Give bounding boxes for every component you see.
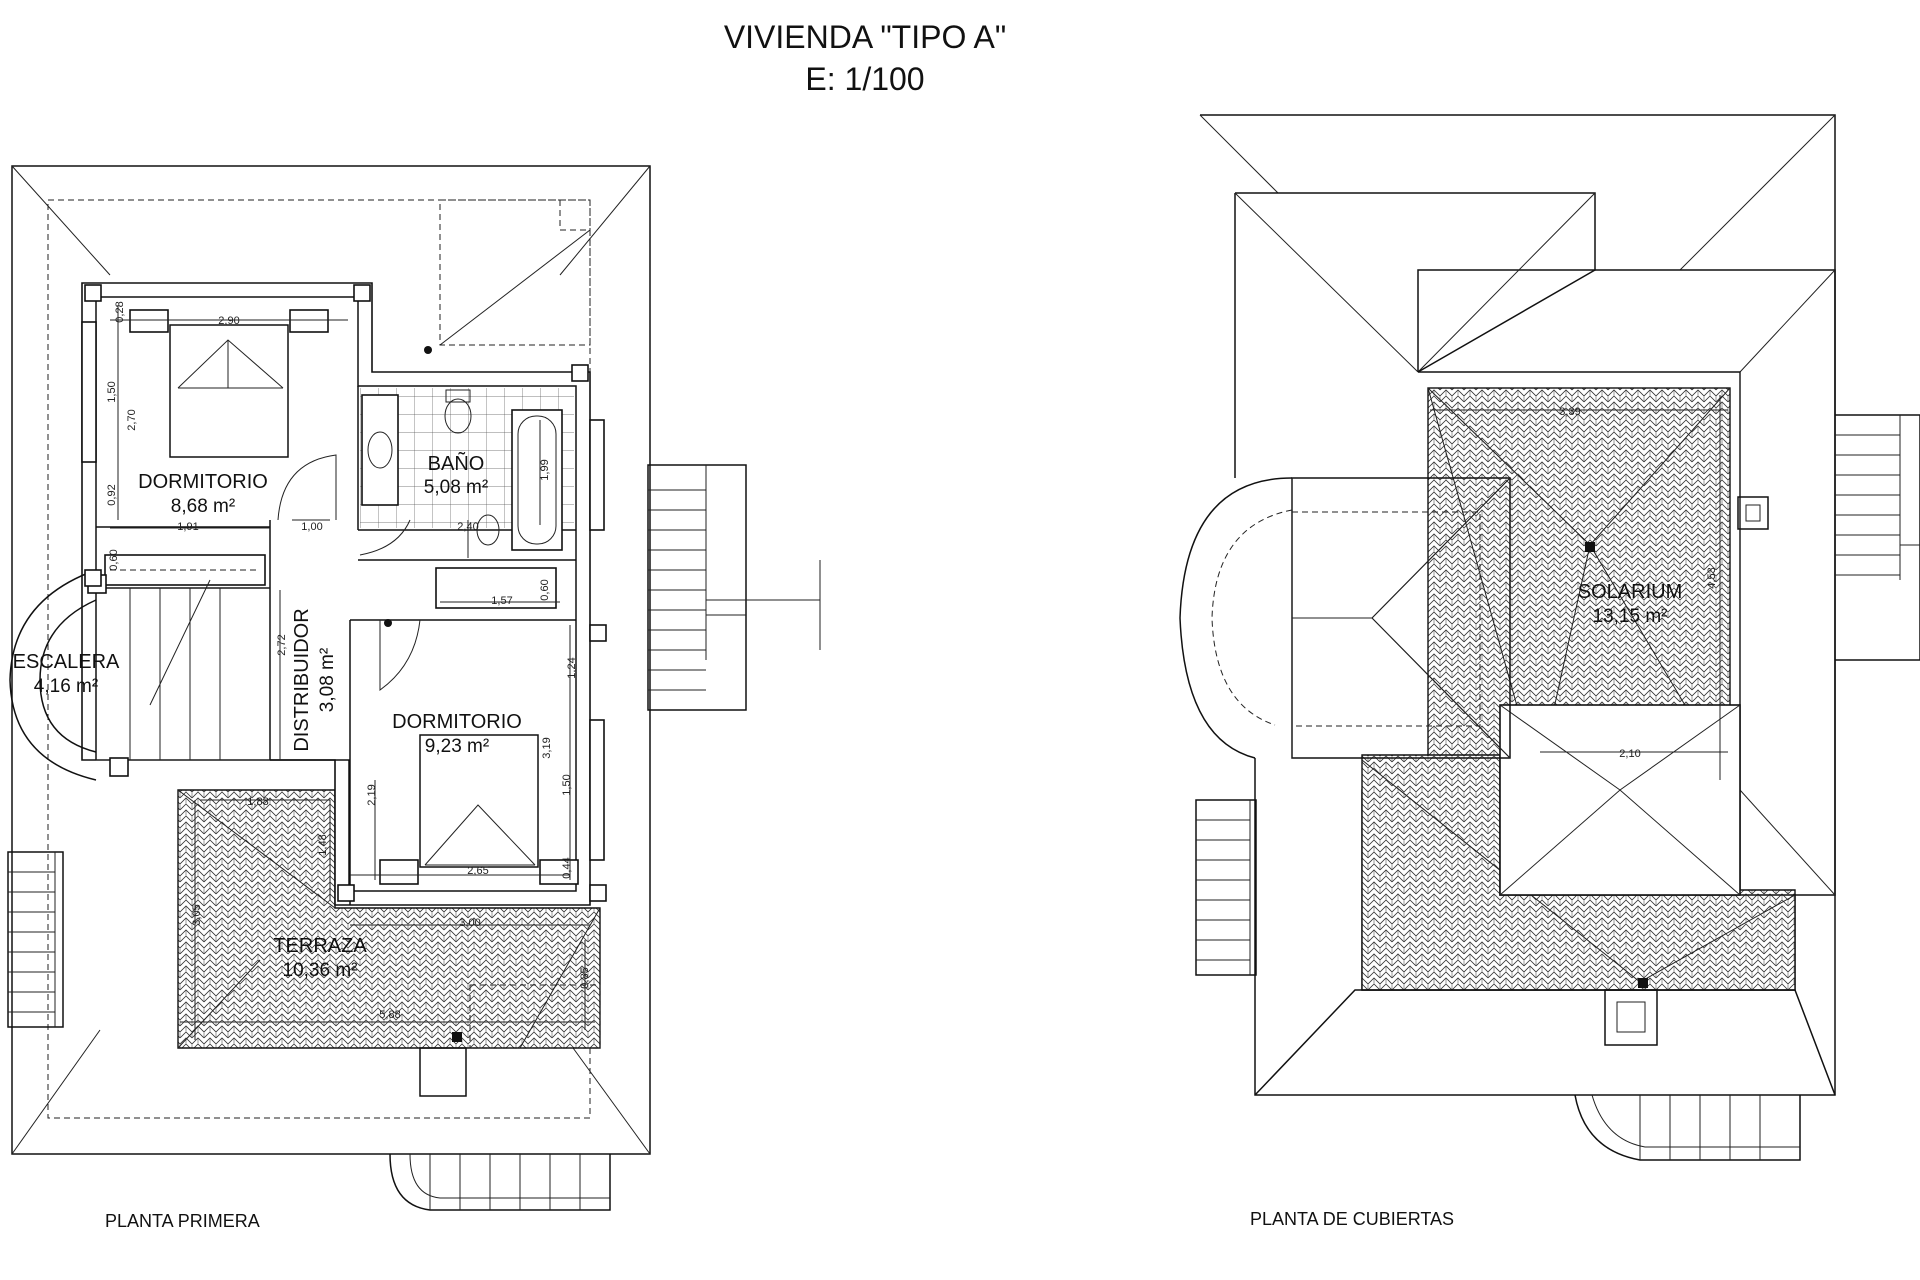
dim-3-05: 3,05 [191,904,203,925]
roof-stair-left [1195,799,1257,976]
caption-planta-primera: PLANTA PRIMERA [105,1211,260,1231]
dim-0-28: 0,28 [114,301,126,322]
room-terraza-name: TERRAZA [273,935,367,957]
dim-0-44: 0,44 [561,857,573,878]
roof-dimension-lines [1430,395,1728,780]
dim-2-10: 2,10 [1619,748,1640,760]
dim-1-99: 1,99 [539,459,551,480]
room-dormitorio-1-area: 8,68 m² [171,496,235,517]
dim-2-70: 2,70 [126,409,138,430]
room-bano-name: BAÑO [428,451,485,475]
roof-stair-bottom [1574,1094,1801,1161]
bed-dormitorio-2 [419,734,539,868]
door-swings [277,454,421,691]
exterior-stair-bottom [389,1153,611,1211]
dim-2-90: 2,90 [218,315,239,327]
chimney-upper [1737,496,1769,530]
room-bano-area: 5,08 m² [424,477,488,498]
dim-1-50-a: 1,50 [106,381,118,402]
dim-0-60-b: 0,60 [539,579,551,600]
dim-2-40: 2,40 [457,521,478,533]
dim-4-53: 4,53 [1706,567,1718,588]
dim-1-24: 1,24 [566,657,578,678]
dim-0-92: 0,92 [106,484,118,505]
room-escalera-name: ESCALERA [13,651,120,673]
room-dormitorio-2-area: 9,23 m² [425,736,489,757]
room-distribuidor-name: DISTRIBUIDOR [291,608,313,751]
exterior-stair-right [647,464,821,711]
bed-dormitorio-1 [169,324,289,458]
room-dormitorio-1-name: DORMITORIO [138,471,268,493]
room-distribuidor-area: 3,08 m² [317,648,338,712]
dim-1-57: 1,57 [491,595,512,607]
chimney-lower [1604,989,1658,1046]
dimension-lines [110,305,595,1040]
room-solarium-area: 13,15 m² [1593,606,1668,627]
dim-1-50-b: 1,50 [561,774,573,795]
room-escalera-area: 4,16 m² [34,676,98,697]
room-dormitorio-2-name: DORMITORIO [392,711,522,733]
dim-0-85: 0,85 [579,967,591,988]
scale-label: E: 1/100 [805,61,924,97]
dim-3-00: 3,00 [459,917,480,929]
room-terraza-area: 10,36 m² [283,960,358,981]
dim-1-91: 1,91 [177,521,198,533]
dim-3-39: 3,39 [1559,406,1580,418]
dim-1-88: 1,88 [247,796,268,808]
dashed-corner-box [439,199,591,346]
plan-planta-de-cubiertas: SOLARIUM 13,15 m² 3,39 4,53 2,10 PLANTA … [1179,114,1920,1229]
roof-stair-right [1835,414,1920,661]
dim-1-48: 1,48 [317,834,329,855]
dim-3-19: 3,19 [541,737,553,758]
dim-2-65: 2,65 [467,865,488,877]
terrace-chimney-box [419,1047,467,1097]
dim-2-19: 2,19 [366,784,378,805]
plan-planta-primera: DORMITORIO 8,68 m² BAÑO 5,08 m² ESCALERA… [7,165,821,1231]
dim-0-60-a: 0,60 [108,549,120,570]
sheet-title: VIVIENDA "TIPO A" [724,19,1006,55]
exterior-stair-left [7,851,64,1028]
dim-1-00: 1,00 [301,521,322,533]
caption-planta-de-cubiertas: PLANTA DE CUBIERTAS [1250,1209,1454,1229]
dim-5-88: 5,88 [379,1009,400,1021]
room-solarium-name: SOLARIUM [1578,581,1682,603]
roof-ridge-lines [11,165,651,1155]
dim-2-72: 2,72 [276,634,288,655]
